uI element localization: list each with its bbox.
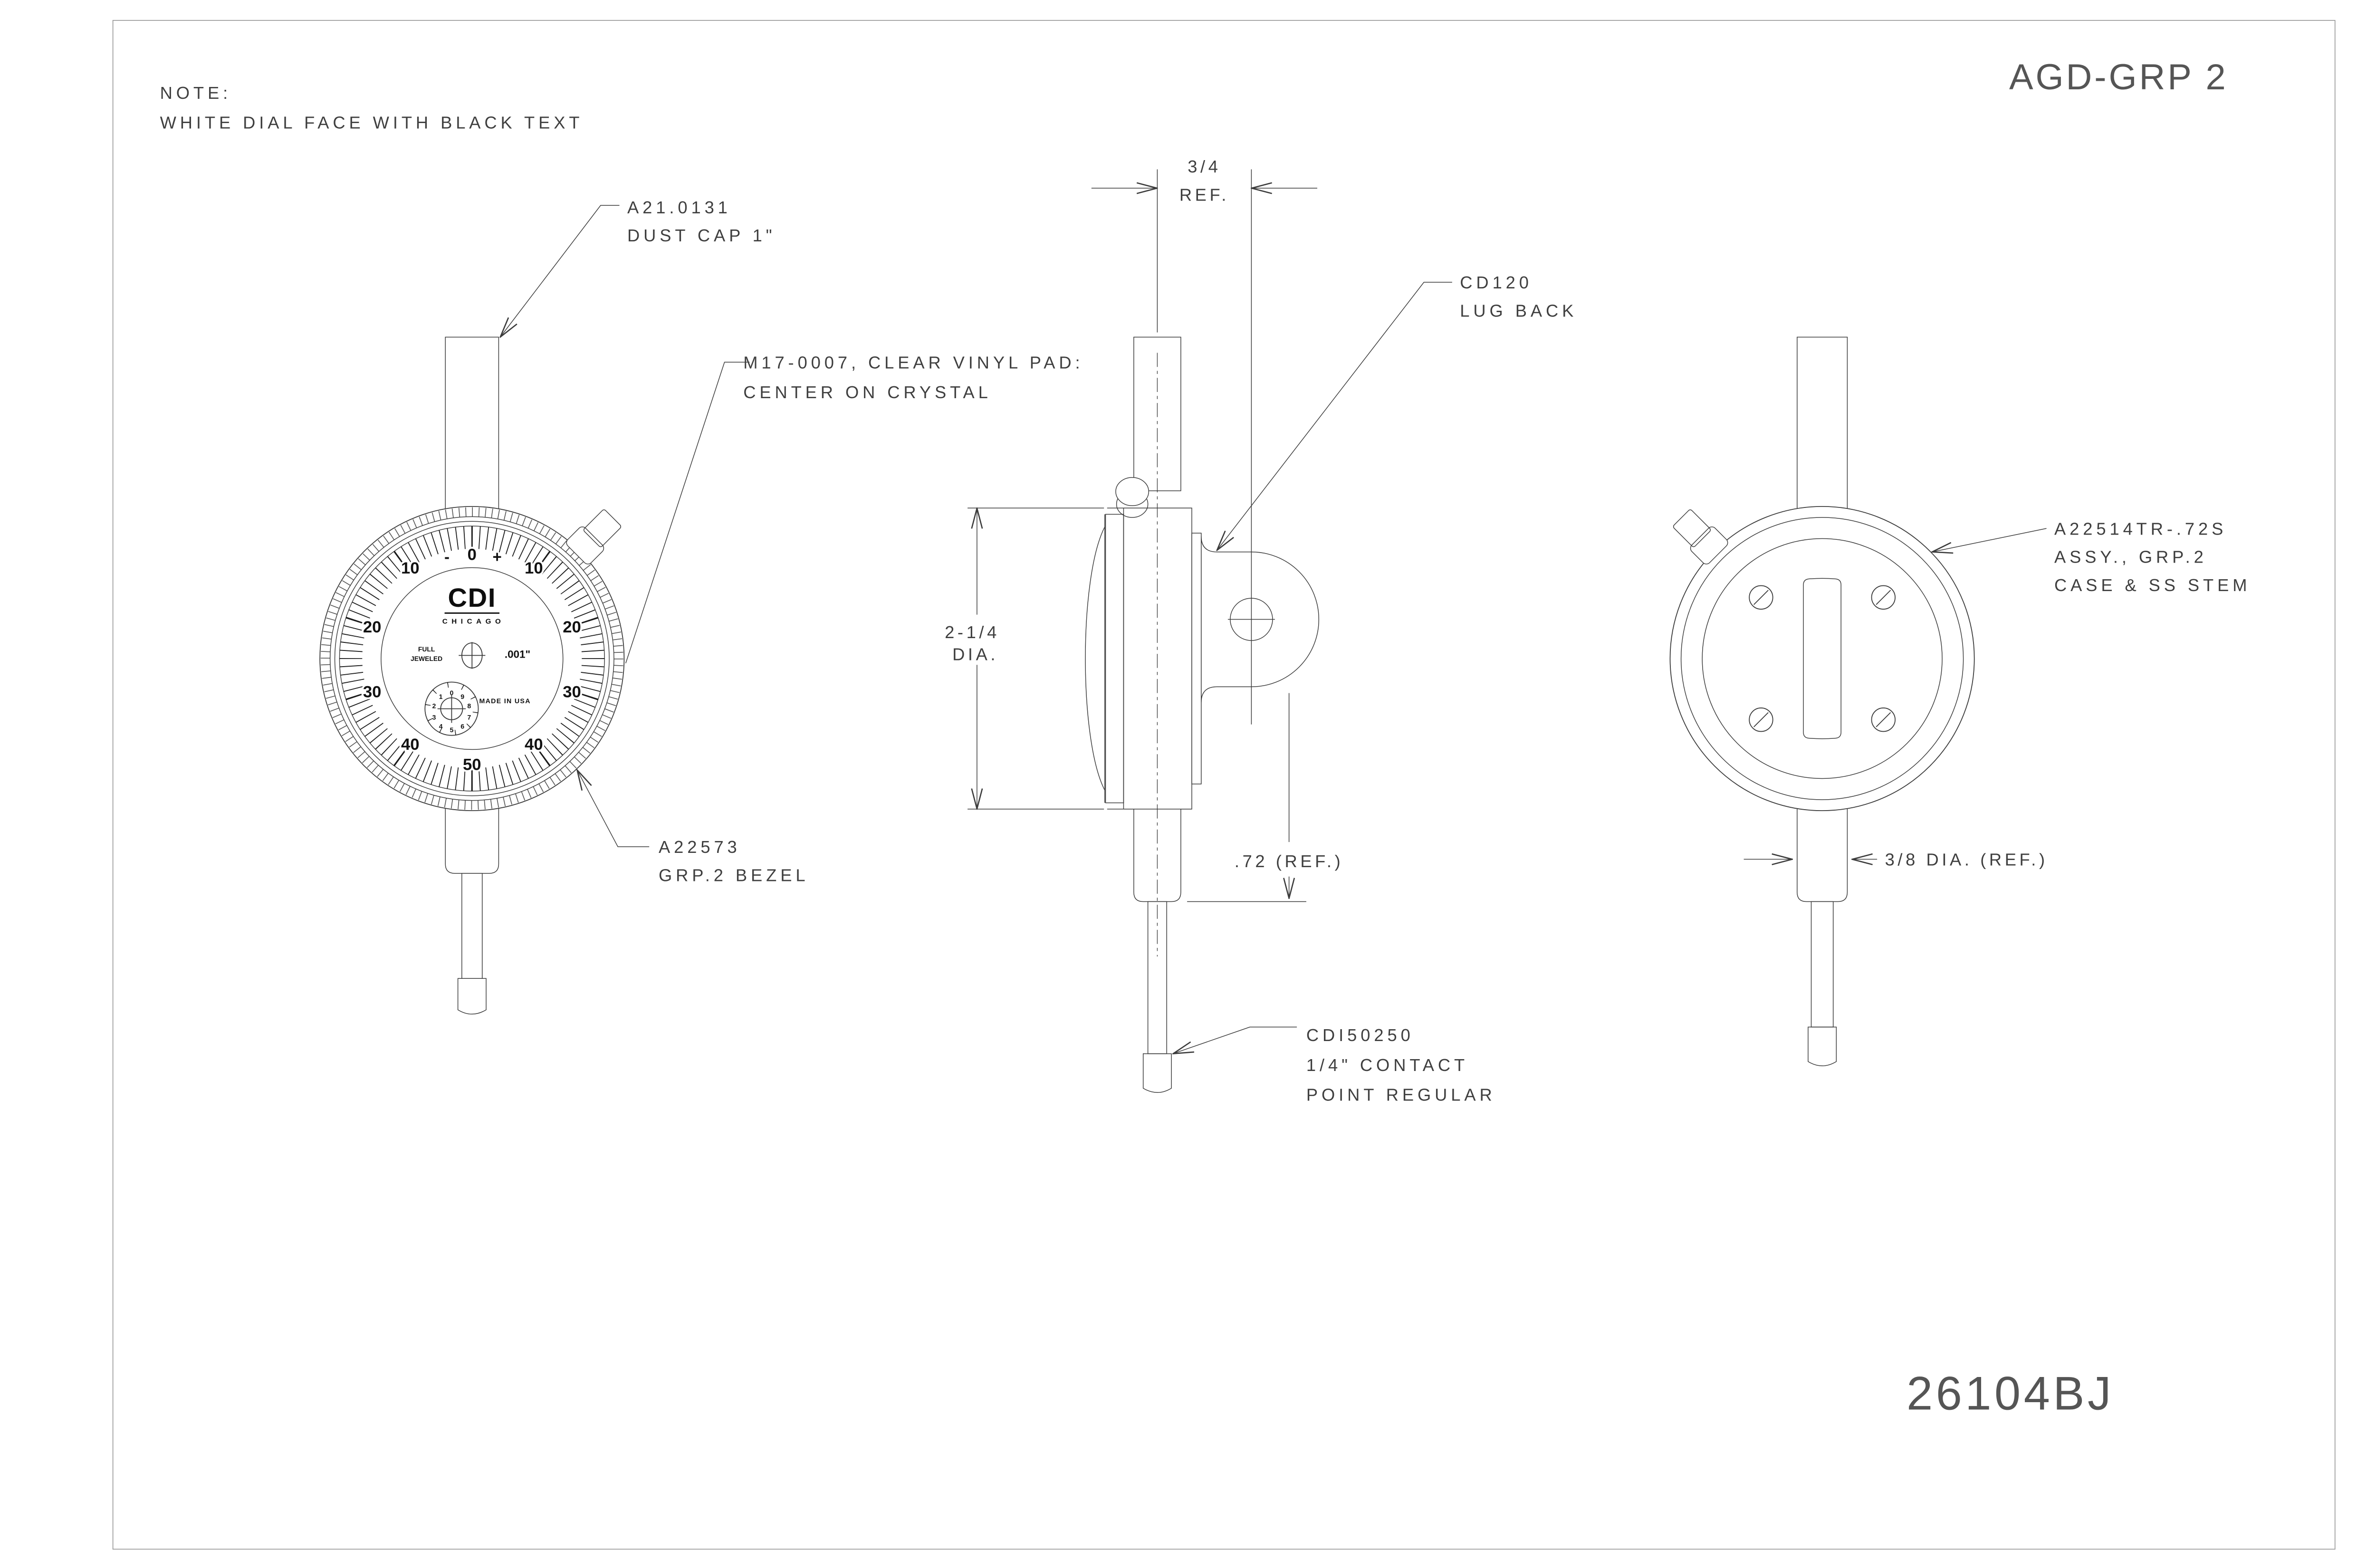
back-contact-point	[1808, 1026, 1837, 1066]
svg-text:ASSY., GRP.2: ASSY., GRP.2	[2054, 547, 2207, 567]
side-contact-point	[1142, 1053, 1172, 1093]
side-clamp-knob	[1115, 477, 1149, 518]
dial-10-left: 10	[401, 559, 420, 577]
callout-case-assy: A22514TR-.72S ASSY., GRP.2 CASE & SS STE…	[1932, 519, 2251, 595]
dial-rim	[339, 526, 605, 792]
dial-40-left: 40	[401, 736, 420, 754]
note-heading: NOTE:	[160, 83, 232, 103]
dim-dial-diameter-unit: DIA.	[952, 644, 998, 664]
side-back-plate	[1191, 533, 1202, 784]
crystal-dome	[1085, 526, 1105, 791]
jeweled-label-1: FULL	[418, 645, 435, 653]
dial-50-bottom: 50	[463, 755, 481, 774]
graduation-label: .001"	[505, 648, 530, 660]
dim-stem-diameter-value: 3/8 DIA. (REF.)	[1885, 850, 2048, 870]
brand-city: CHICAGO	[442, 618, 505, 626]
svg-text:A22573: A22573	[659, 837, 741, 857]
callout-bezel: A22573 GRP.2 BEZEL	[577, 770, 809, 885]
dial-zero: 0	[468, 546, 477, 564]
back-screws	[1749, 585, 1896, 732]
dim-stem-offset-ref: REF.	[1179, 185, 1229, 204]
back-stem-top	[1797, 336, 1848, 515]
side-body	[1123, 507, 1192, 810]
brand-logo: CDI	[448, 583, 497, 612]
svg-text:DUST CAP 1": DUST CAP 1"	[627, 226, 776, 245]
svg-text:0: 0	[450, 689, 453, 697]
back-stem-block	[1797, 791, 1848, 902]
dial-major-ticks	[339, 526, 605, 791]
svg-text:CD120: CD120	[1460, 273, 1533, 292]
svg-text:1: 1	[439, 693, 443, 701]
bezel-ring-3	[334, 521, 610, 796]
dim-stem-offset: 3/4 REF.	[1091, 157, 1318, 725]
jeweled-label-2: JEWELED	[411, 655, 442, 662]
front-stem-block	[445, 791, 499, 874]
sheet-border	[112, 20, 2336, 1550]
dial-minus: -	[444, 548, 450, 565]
svg-text:LUG BACK: LUG BACK	[1460, 301, 1577, 321]
svg-text:A22514TR-.72S: A22514TR-.72S	[2054, 519, 2227, 538]
svg-text:6: 6	[460, 723, 464, 731]
drawing-number: 26104BJ	[1907, 1367, 2114, 1420]
note-block: NOTE: WHITE DIAL FACE WITH BLACK TEXT	[160, 83, 584, 133]
svg-text:CENTER ON CRYSTAL: CENTER ON CRYSTAL	[743, 382, 992, 402]
dial-20-left: 20	[363, 618, 382, 636]
svg-text:8: 8	[467, 702, 471, 710]
svg-text:4: 4	[439, 723, 443, 731]
svg-text:A21.0131: A21.0131	[627, 198, 731, 217]
rev-counter: 0 1 2 3 4 5 6 7 8 9	[424, 681, 479, 736]
pivot	[459, 642, 486, 669]
side-spindle	[1147, 901, 1167, 1054]
svg-text:1/4" CONTACT: 1/4" CONTACT	[1306, 1055, 1468, 1075]
back-bezel-inner	[1680, 517, 1964, 800]
dial-30-right: 30	[563, 683, 581, 701]
bezel-ring-2	[329, 516, 614, 801]
front-contact-point	[457, 978, 487, 1014]
svg-text:GRP.2 BEZEL: GRP.2 BEZEL	[659, 866, 809, 885]
dial-10-right: 10	[525, 559, 543, 577]
back-clamp-knob	[1673, 509, 1728, 564]
callout-contact-point: CDI50250 1/4" CONTACT POINT REGULAR	[1173, 1025, 1496, 1105]
front-spindle	[461, 873, 483, 979]
back-plate-circle	[1702, 538, 1943, 779]
svg-text:7: 7	[467, 714, 471, 721]
front-view: - 0 + 10 10 20 20 30 30 40 40 50 CDI CHI…	[319, 336, 625, 1014]
dial-plus: +	[492, 548, 501, 565]
dim-dial-diameter: 2-1/4 DIA.	[945, 508, 1104, 809]
callout-dust-cap: A21.0131 DUST CAP 1"	[500, 198, 776, 337]
bezel-clamp-knob	[566, 509, 622, 564]
side-view	[1085, 336, 1319, 1093]
dial-20-right: 20	[563, 618, 581, 636]
svg-text:2: 2	[432, 702, 436, 710]
back-center-slot	[1803, 578, 1841, 739]
svg-text:POINT REGULAR: POINT REGULAR	[1306, 1085, 1496, 1105]
note-text: WHITE DIAL FACE WITH BLACK TEXT	[160, 113, 584, 133]
made-in-label: MADE IN USA	[479, 698, 530, 705]
svg-text:5: 5	[450, 727, 453, 734]
back-view	[1669, 336, 1975, 1066]
spec-title: AGD-GRP 2	[2009, 57, 2228, 97]
dim-dial-diameter-value: 2-1/4	[945, 622, 1000, 642]
back-spindle	[1811, 901, 1834, 1028]
callout-vinyl-pad: M17-0007, CLEAR VINYL PAD: CENTER ON CRY…	[625, 353, 1083, 664]
dim-stem-offset-value: 3/4	[1188, 157, 1221, 176]
svg-text:9: 9	[460, 693, 464, 701]
dim-stem-diameter: 3/8 DIA. (REF.)	[1744, 850, 2048, 870]
rev-counter-ticks	[425, 682, 479, 736]
svg-text:CDI50250: CDI50250	[1306, 1025, 1414, 1045]
dim-stem-length: .72 (REF.)	[1187, 693, 1343, 902]
dial-40-right: 40	[525, 736, 543, 754]
bezel-serration	[320, 507, 623, 810]
dial-30-left: 30	[363, 683, 382, 701]
callout-lug-back: CD120 LUG BACK	[1217, 273, 1577, 550]
svg-text:M17-0007, CLEAR VINYL PAD:: M17-0007, CLEAR VINYL PAD:	[743, 353, 1083, 373]
dust-cap	[445, 336, 499, 515]
dim-stem-length-value: .72 (REF.)	[1235, 851, 1343, 871]
svg-text:CASE & SS STEM: CASE & SS STEM	[2054, 575, 2251, 595]
side-bezel-knurl-band	[1105, 514, 1124, 803]
svg-text:3: 3	[432, 714, 436, 721]
